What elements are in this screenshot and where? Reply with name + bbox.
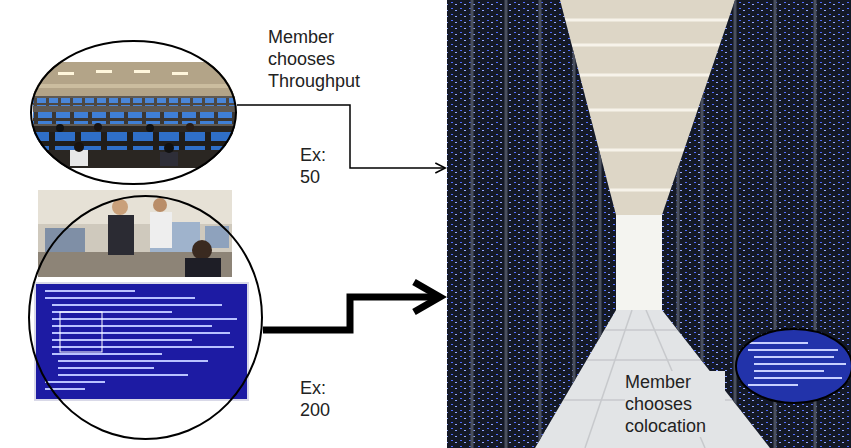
edge-label: Ex: 50 (300, 144, 340, 188)
colocation-ellipse: Member chooses colocation (735, 328, 851, 404)
member-ellipse (28, 195, 263, 440)
arrowhead (414, 282, 440, 312)
edge-label-holder: Ex: 50 (300, 144, 340, 188)
connector-line (237, 105, 445, 168)
datacenter-box: Member chooses colocation (447, 0, 851, 448)
ellipse-border (736, 329, 851, 403)
arrow-connector (263, 282, 440, 330)
ellipse-border (29, 196, 262, 439)
colocation-screen (736, 329, 851, 403)
ellipse-outline (735, 328, 851, 404)
connector-line (263, 297, 436, 330)
datacenter-photo (447, 0, 851, 448)
office-photo (38, 190, 232, 277)
arrowhead (435, 163, 445, 173)
arrow-connector (237, 105, 445, 173)
ellipse-outline (30, 40, 237, 185)
edge-label: Ex: 200 (300, 377, 340, 421)
trading-floor-photo (33, 62, 235, 168)
edge-label-holder: Ex: 200 (300, 377, 340, 421)
ellipse-outline (28, 195, 263, 440)
node-label: Member chooses Throughput (268, 26, 373, 92)
throughput-ellipse: Member chooses Throughput (30, 40, 237, 185)
code-screen-photo (35, 283, 248, 400)
ellipse-border (31, 41, 236, 184)
node-label: Member chooses colocation (625, 371, 725, 437)
